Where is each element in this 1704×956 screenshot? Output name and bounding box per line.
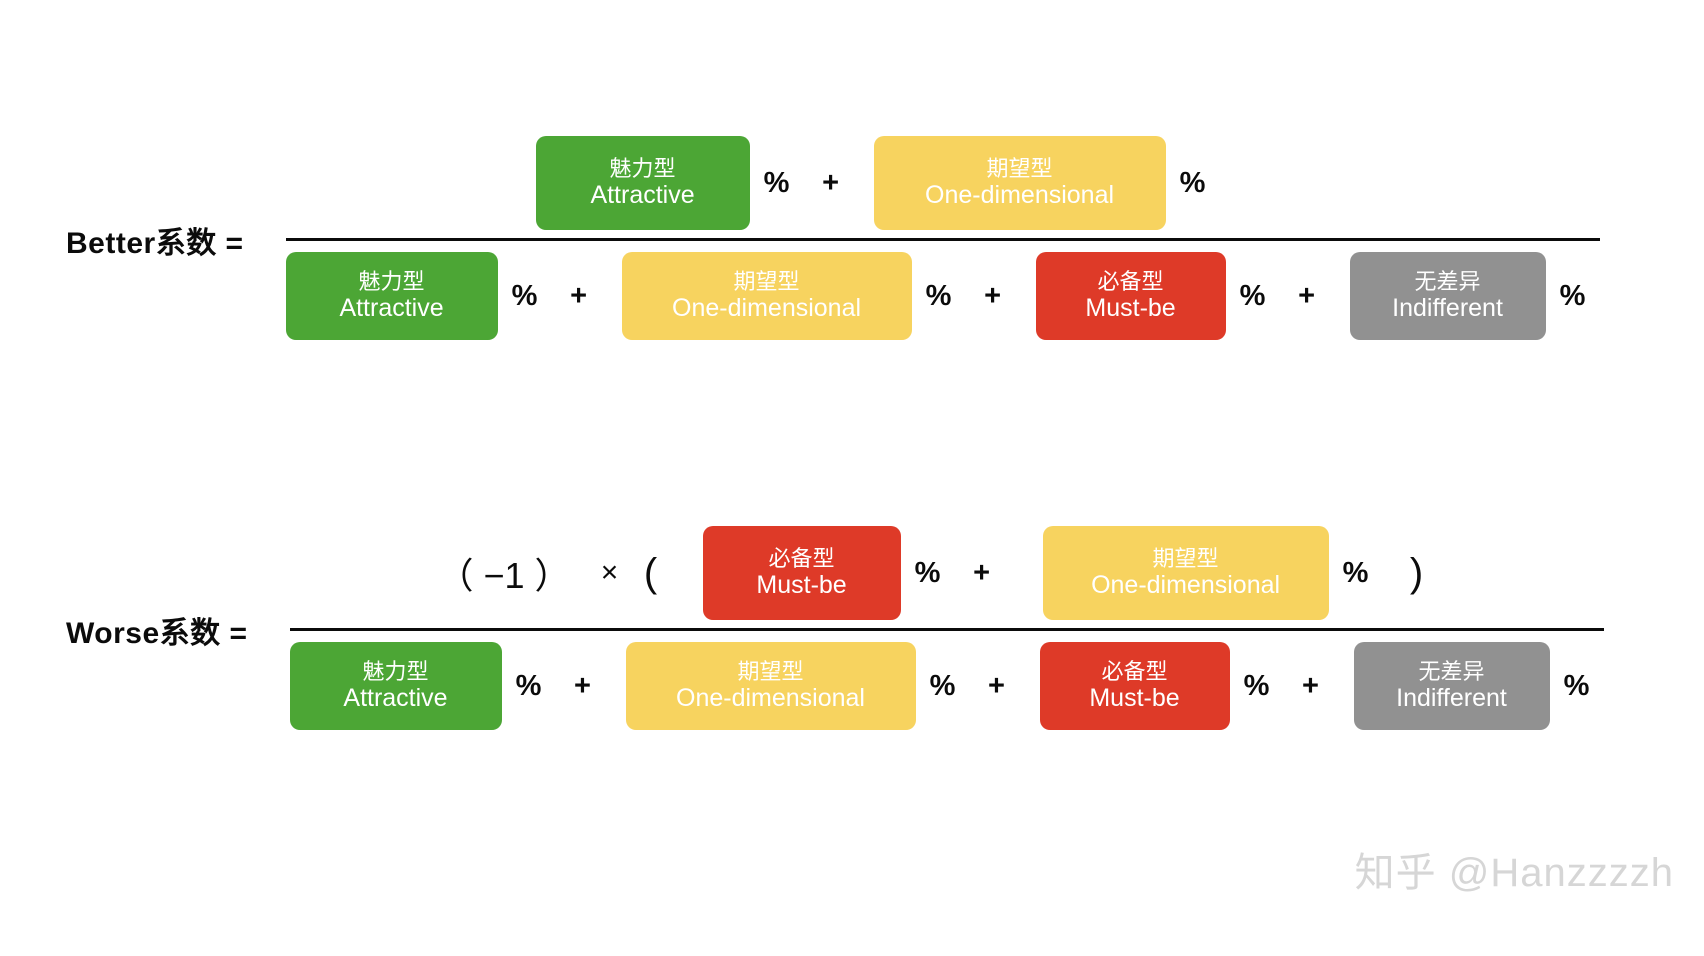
worse-formula: Worse系数 = （ −1 ） × ( 必备型 Must-be % + 期望型… <box>66 518 1604 741</box>
chip-label-cn: 必备型 <box>768 545 835 571</box>
chip-label-en: Must-be <box>756 571 847 600</box>
watermark: 知乎 @Hanzzzzh <box>1354 851 1674 895</box>
chip-attractive: 魅力型 Attractive <box>289 642 502 730</box>
chip-label-cn: 期望型 <box>733 268 800 294</box>
better-numerator: 魅力型 Attractive % + 期望型 One-dimensional % <box>286 128 1600 238</box>
chip-label-en: Attractive <box>590 181 695 210</box>
percent-symbol: % <box>929 669 956 702</box>
worse-numerator: （ −1 ） × ( 必备型 Must-be % + 期望型 One-dimen… <box>290 518 1604 628</box>
group-close-paren: ) <box>1409 550 1424 595</box>
chip-label-en: One-dimensional <box>676 684 865 713</box>
chip-label-cn: 无差异 <box>1418 658 1485 684</box>
plus-symbol: + <box>1298 279 1316 312</box>
chip-label-cn: 期望型 <box>1152 545 1219 571</box>
plus-symbol: + <box>984 279 1002 312</box>
percent-symbol: % <box>515 669 542 702</box>
multiply-symbol: × <box>600 556 619 589</box>
plus-symbol: + <box>988 669 1005 702</box>
chip-must-be: 必备型 Must-be <box>1039 642 1230 730</box>
percent-symbol: % <box>1342 556 1369 589</box>
percent-symbol: % <box>763 166 790 199</box>
chip-label-cn: 期望型 <box>986 155 1053 181</box>
chip-label-en: Must-be <box>1089 684 1180 713</box>
chip-label-en: Must-be <box>1085 294 1176 323</box>
worse-denominator: 魅力型 Attractive % + 期望型 One-dimensional %… <box>289 631 1604 741</box>
chip-indifferent: 无差异 Indifferent <box>1349 252 1546 340</box>
chip-label-cn: 期望型 <box>737 658 804 684</box>
plus-symbol: + <box>822 166 840 199</box>
chip-label-cn: 魅力型 <box>362 658 429 684</box>
percent-symbol: % <box>914 556 941 589</box>
better-equation-label: Better系数 = <box>66 226 244 260</box>
chip-one-dimensional: 期望型 One-dimensional <box>621 252 912 340</box>
chip-attractive: 魅力型 Attractive <box>285 252 498 340</box>
chip-label-en: Attractive <box>343 684 448 713</box>
plus-symbol: + <box>973 556 991 589</box>
worse-equation-label: Worse系数 = <box>66 616 248 650</box>
chip-label-en: Attractive <box>339 294 444 323</box>
chip-label-en: One-dimensional <box>925 181 1115 210</box>
percent-symbol: % <box>925 279 952 312</box>
better-formula: Better系数 = 魅力型 Attractive % + 期望型 One-di… <box>66 128 1600 351</box>
chip-label-cn: 无差异 <box>1414 268 1481 294</box>
chip-label-cn: 必备型 <box>1097 268 1164 294</box>
chip-label-cn: 必备型 <box>1101 658 1168 684</box>
percent-symbol: % <box>1563 669 1590 702</box>
chip-must-be: 必备型 Must-be <box>702 526 901 620</box>
percent-symbol: % <box>1179 166 1206 199</box>
percent-symbol: % <box>1243 669 1270 702</box>
plus-symbol: + <box>574 669 591 702</box>
percent-symbol: % <box>1239 279 1266 312</box>
better-denominator: 魅力型 Attractive % + 期望型 One-dimensional %… <box>285 241 1600 351</box>
chip-label-en: One-dimensional <box>672 294 862 323</box>
group-open-paren: ( <box>643 550 658 595</box>
better-fraction-bar <box>285 238 1600 241</box>
chip-one-dimensional: 期望型 One-dimensional <box>873 136 1166 230</box>
chip-label-cn: 魅力型 <box>609 155 676 181</box>
negative-one-expression: （ −1 ） <box>437 555 571 596</box>
percent-symbol: % <box>1559 279 1586 312</box>
worse-fraction: （ −1 ） × ( 必备型 Must-be % + 期望型 One-dimen… <box>289 518 1604 741</box>
chip-one-dimensional: 期望型 One-dimensional <box>625 642 916 730</box>
percent-symbol: % <box>511 279 538 312</box>
chip-label-en: Indifferent <box>1392 294 1503 323</box>
chip-label-cn: 魅力型 <box>358 268 425 294</box>
chip-indifferent: 无差异 Indifferent <box>1353 642 1550 730</box>
chip-one-dimensional: 期望型 One-dimensional <box>1042 526 1329 620</box>
chip-must-be: 必备型 Must-be <box>1035 252 1226 340</box>
worse-fraction-bar <box>289 628 1604 631</box>
plus-symbol: + <box>570 279 588 312</box>
better-fraction: 魅力型 Attractive % + 期望型 One-dimensional %… <box>285 128 1600 351</box>
chip-attractive: 魅力型 Attractive <box>535 136 750 230</box>
chip-label-en: One-dimensional <box>1091 571 1281 600</box>
plus-symbol: + <box>1302 669 1319 702</box>
chip-label-en: Indifferent <box>1396 684 1507 713</box>
